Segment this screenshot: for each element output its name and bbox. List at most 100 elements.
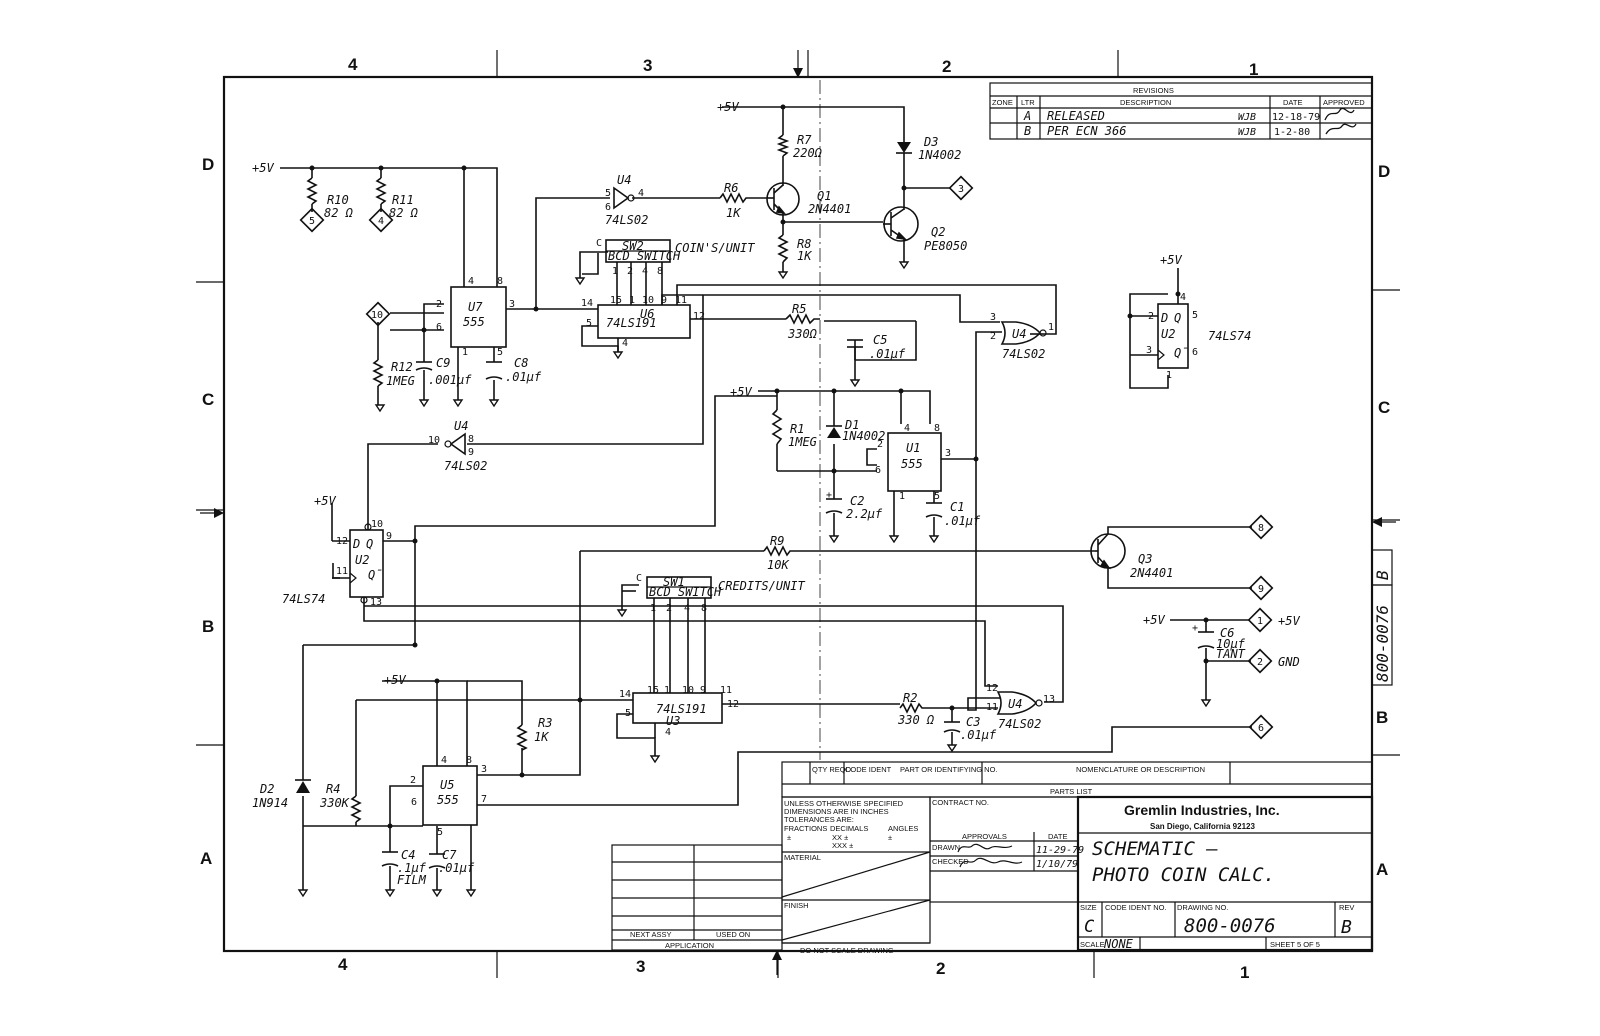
svg-text:10: 10 bbox=[371, 310, 383, 321]
c2-ref: C2 bbox=[850, 494, 864, 508]
svg-text:±: ± bbox=[888, 833, 892, 842]
vcc-label-7: +5V bbox=[384, 673, 406, 687]
svg-text:3: 3 bbox=[958, 184, 964, 195]
parts-list-title: PARTS LIST bbox=[1050, 787, 1093, 796]
c3-ref: C3 bbox=[966, 715, 980, 729]
svg-text:1: 1 bbox=[1048, 322, 1054, 333]
svg-text:+: + bbox=[826, 490, 832, 501]
rev-desc-header: DESCRIPTION bbox=[1120, 98, 1171, 107]
u7-value: 555 bbox=[463, 315, 485, 329]
c6-ref: C6 bbox=[1220, 626, 1234, 640]
zone-col-2: 2 bbox=[942, 57, 951, 76]
company-name: Gremlin Industries, Inc. bbox=[1124, 802, 1280, 818]
svg-text:MATERIAL: MATERIAL bbox=[784, 853, 821, 862]
svg-text:7: 7 bbox=[481, 794, 487, 805]
u2a-ref: U2 bbox=[355, 553, 369, 567]
svg-text:DRAWING NO.: DRAWING NO. bbox=[1177, 903, 1228, 912]
switch-sw1: SW1 BCD SWITCH CREDITS/UNIT C 1 2 4 8 bbox=[636, 573, 805, 614]
sw2-ref: SW2 bbox=[622, 239, 644, 253]
capacitor-c7 bbox=[428, 853, 446, 869]
svg-text:Q̄: Q̄ bbox=[368, 568, 382, 582]
r10-ref: R10 bbox=[327, 193, 349, 207]
r3-ref: R3 bbox=[538, 716, 552, 730]
svg-text:4: 4 bbox=[665, 727, 671, 738]
svg-text:4: 4 bbox=[642, 266, 648, 277]
c5-value: .01µf bbox=[869, 347, 906, 361]
svg-text:4: 4 bbox=[468, 276, 474, 287]
u4c-value: 74LS02 bbox=[1002, 347, 1045, 361]
svg-text:8: 8 bbox=[657, 266, 663, 277]
diode-d3 bbox=[896, 135, 912, 154]
switch-sw2: SW2 BCD SWITCH COIN'S/UNIT C 1 2 4 8 bbox=[596, 238, 755, 277]
q2-ref: Q2 bbox=[931, 225, 945, 239]
svg-text:14: 14 bbox=[619, 689, 631, 700]
svg-text:D: D bbox=[1160, 311, 1168, 325]
vcc-label-6: +5V bbox=[1160, 253, 1182, 267]
rev-a-by: WJB bbox=[1238, 112, 1256, 123]
svg-text:6: 6 bbox=[411, 797, 417, 808]
svg-text:5: 5 bbox=[1192, 310, 1198, 321]
c1-ref: C1 bbox=[950, 500, 964, 514]
ground-symbols bbox=[297, 261, 1212, 898]
d1-ref: D1 bbox=[844, 418, 859, 432]
r1-ref: R1 bbox=[790, 422, 804, 436]
svg-text:15: 15 bbox=[610, 295, 622, 306]
transistor-q1 bbox=[766, 182, 800, 216]
zone-row-c-right: C bbox=[1378, 398, 1390, 417]
connector-4: 4 bbox=[368, 207, 394, 233]
r12-value: 1MEG bbox=[386, 374, 415, 388]
connector-9: 9 bbox=[1248, 575, 1274, 601]
svg-text:5: 5 bbox=[586, 318, 592, 329]
drawing-number: 800-0076 bbox=[1184, 915, 1276, 937]
zone-col-4: 4 bbox=[348, 55, 358, 74]
svg-text:1: 1 bbox=[462, 347, 468, 358]
svg-text:5: 5 bbox=[934, 491, 940, 502]
svg-text:CODE IDENT NO.: CODE IDENT NO. bbox=[1105, 903, 1167, 912]
resistor-r2 bbox=[899, 702, 924, 714]
sw2-value: BCD SWITCH bbox=[608, 249, 681, 263]
d1-value: 1N4002 bbox=[842, 429, 885, 443]
c7-value: .01µf bbox=[438, 861, 475, 875]
svg-text:8: 8 bbox=[701, 603, 707, 614]
tolerance-block: UNLESS OTHERWISE SPECIFIED DIMENSIONS AR… bbox=[781, 796, 931, 955]
svg-text:Q̄: Q̄ bbox=[1174, 346, 1188, 360]
capacitor-c6 bbox=[1197, 631, 1215, 649]
transistor-q3 bbox=[1090, 533, 1126, 570]
u4d-value: 74LS02 bbox=[998, 717, 1041, 731]
c6-note: TANT bbox=[1216, 647, 1246, 661]
application-block: NEXT ASSY USED ON APPLICATION bbox=[611, 844, 783, 951]
svg-text:DATE: DATE bbox=[1048, 832, 1067, 841]
vcc-connector-label: +5V bbox=[1278, 614, 1300, 628]
c7-ref: C7 bbox=[442, 848, 457, 862]
svg-text:9: 9 bbox=[386, 531, 392, 542]
approval-signatures bbox=[957, 843, 1023, 868]
side-drawing-no: 800-0076 bbox=[1373, 605, 1392, 682]
drawing-border bbox=[196, 50, 1400, 978]
sheet-number: SHEET 5 OF 5 bbox=[1270, 940, 1320, 949]
rev-b-ltr: B bbox=[1024, 124, 1031, 138]
svg-text:DECIMALS: DECIMALS bbox=[830, 824, 868, 833]
c4-value: .1µf bbox=[397, 861, 427, 875]
diode-d2 bbox=[295, 779, 311, 793]
svg-text:6: 6 bbox=[605, 202, 611, 213]
connector-3: 3 bbox=[948, 175, 974, 201]
svg-text:1: 1 bbox=[1257, 616, 1263, 627]
u2b-value: 74LS74 bbox=[1208, 329, 1251, 343]
svg-text:10: 10 bbox=[682, 685, 694, 696]
svg-text:1: 1 bbox=[629, 295, 635, 306]
svg-text:4: 4 bbox=[622, 338, 628, 349]
revisions-title: REVISIONS bbox=[1133, 86, 1174, 95]
d2-value: 1N914 bbox=[252, 796, 288, 810]
capacitor-c8 bbox=[485, 361, 503, 380]
svg-text:5: 5 bbox=[309, 216, 315, 227]
svg-text:9: 9 bbox=[468, 447, 474, 458]
svg-text:APPLICATION: APPLICATION bbox=[665, 941, 714, 950]
zone-row-d-right: D bbox=[1378, 162, 1390, 181]
r8-ref: R8 bbox=[797, 237, 811, 251]
svg-text:CONTRACT NO.: CONTRACT NO. bbox=[932, 798, 989, 807]
r7-value: 220Ω bbox=[793, 146, 823, 160]
svg-text:CHECKED: CHECKED bbox=[932, 857, 969, 866]
transistors bbox=[766, 182, 1126, 570]
svg-text:SIZE: SIZE bbox=[1080, 903, 1097, 912]
